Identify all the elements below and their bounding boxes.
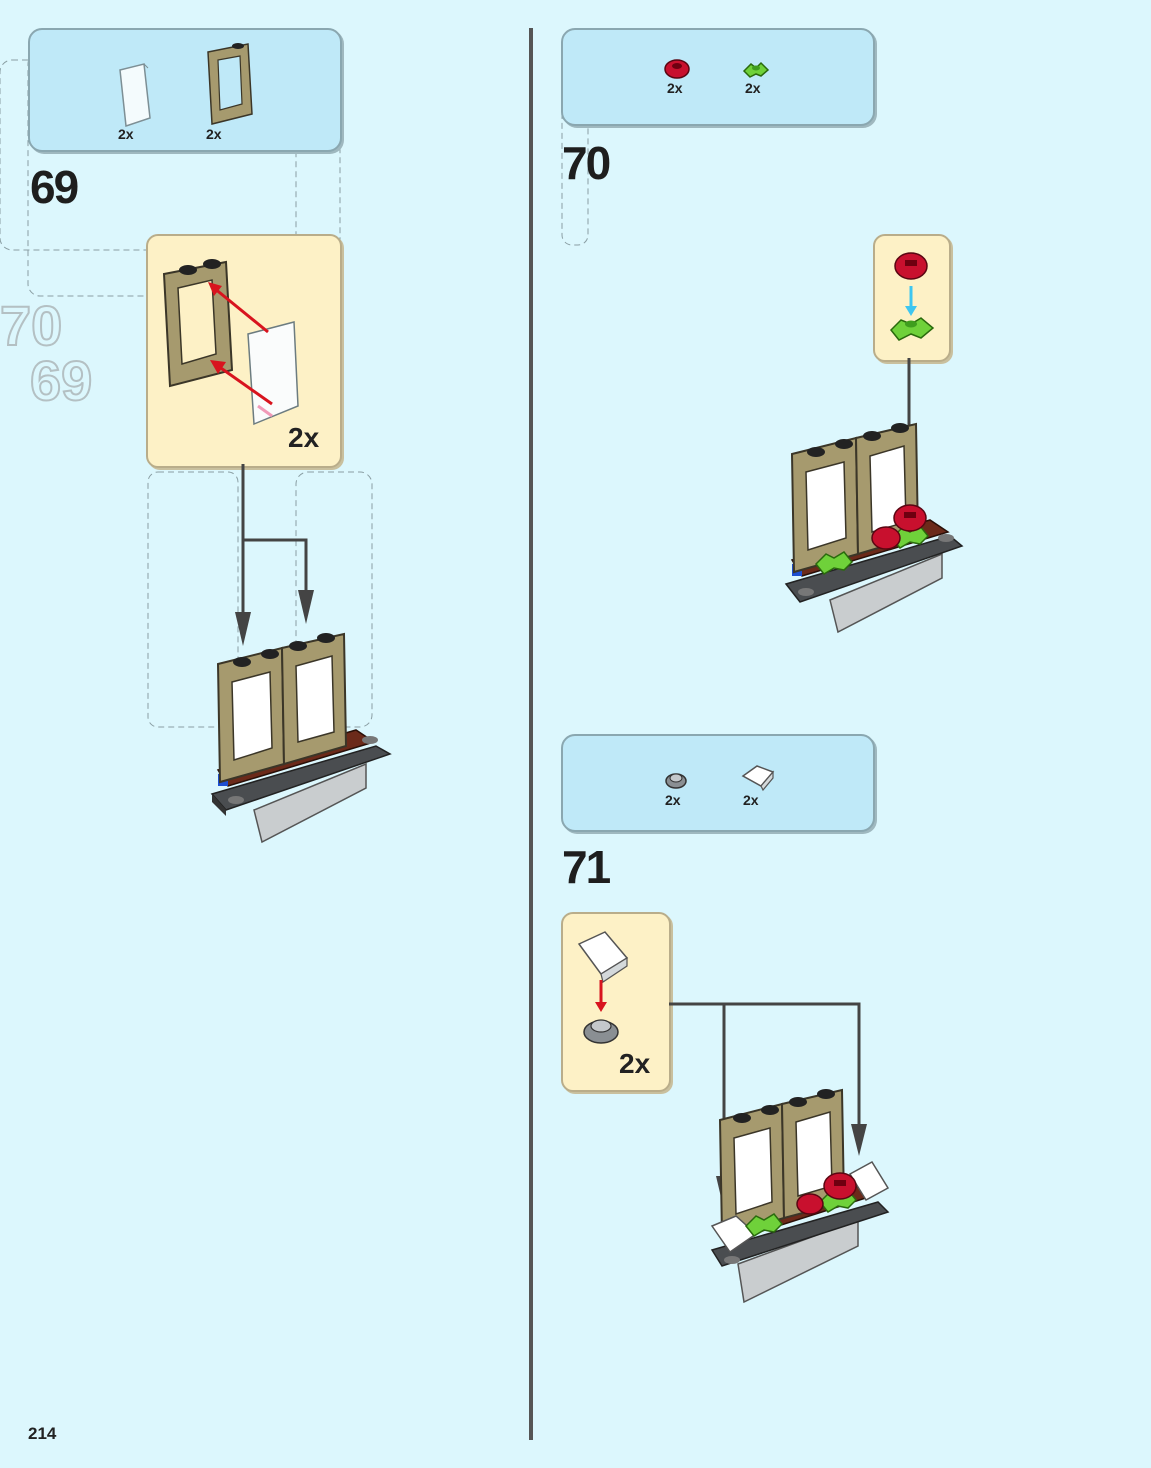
step-71-part-1-qty: 2x xyxy=(665,792,681,808)
step-69-part-2-qty: 2x xyxy=(206,126,222,142)
step-70-number: 70 xyxy=(562,137,611,189)
step-69-subassembly-box: 2x xyxy=(146,234,342,468)
svg-text:69: 69 xyxy=(30,349,92,412)
step-70-model-illustration xyxy=(784,422,964,634)
step-69-number: 69 xyxy=(30,161,79,213)
step-69-model-illustration xyxy=(210,632,392,844)
step-69-parts-box: 2x 2x xyxy=(28,28,342,152)
transparent-glass-pane-icon xyxy=(119,63,151,128)
step-70-part-2-qty: 2x xyxy=(745,80,761,96)
step-70-subassembly-box xyxy=(873,234,951,362)
page-number: 214 xyxy=(28,1424,57,1443)
svg-text:70: 70 xyxy=(0,294,62,357)
step-70-parts-box: 2x 2x xyxy=(561,28,875,126)
step-71-model-illustration xyxy=(710,1088,890,1304)
tan-window-frame-icon xyxy=(207,43,253,125)
green-plant-leaf-icon xyxy=(742,61,770,78)
slope-on-plate-illustration xyxy=(577,931,629,1044)
step-69-subassembly-qty: 2x xyxy=(288,422,320,453)
step-70-part-1-qty: 2x xyxy=(667,80,683,96)
window-frame-assembly-illustration xyxy=(162,259,299,426)
red-flower-icon xyxy=(664,59,690,79)
flower-on-plant-illustration xyxy=(889,252,935,341)
step-71-parts-box: 2x 2x xyxy=(561,734,875,832)
white-slope-tile-icon xyxy=(741,765,775,792)
step-71-subassembly-qty: 2x xyxy=(619,1048,651,1079)
step-71-number: 71 xyxy=(562,841,611,893)
page-column-divider xyxy=(529,28,533,1440)
gray-round-plate-icon xyxy=(665,773,687,789)
step-69-part-1-qty: 2x xyxy=(118,126,134,142)
step-71-part-2-qty: 2x xyxy=(743,792,759,808)
step-71-subassembly-box: 2x xyxy=(561,912,671,1092)
